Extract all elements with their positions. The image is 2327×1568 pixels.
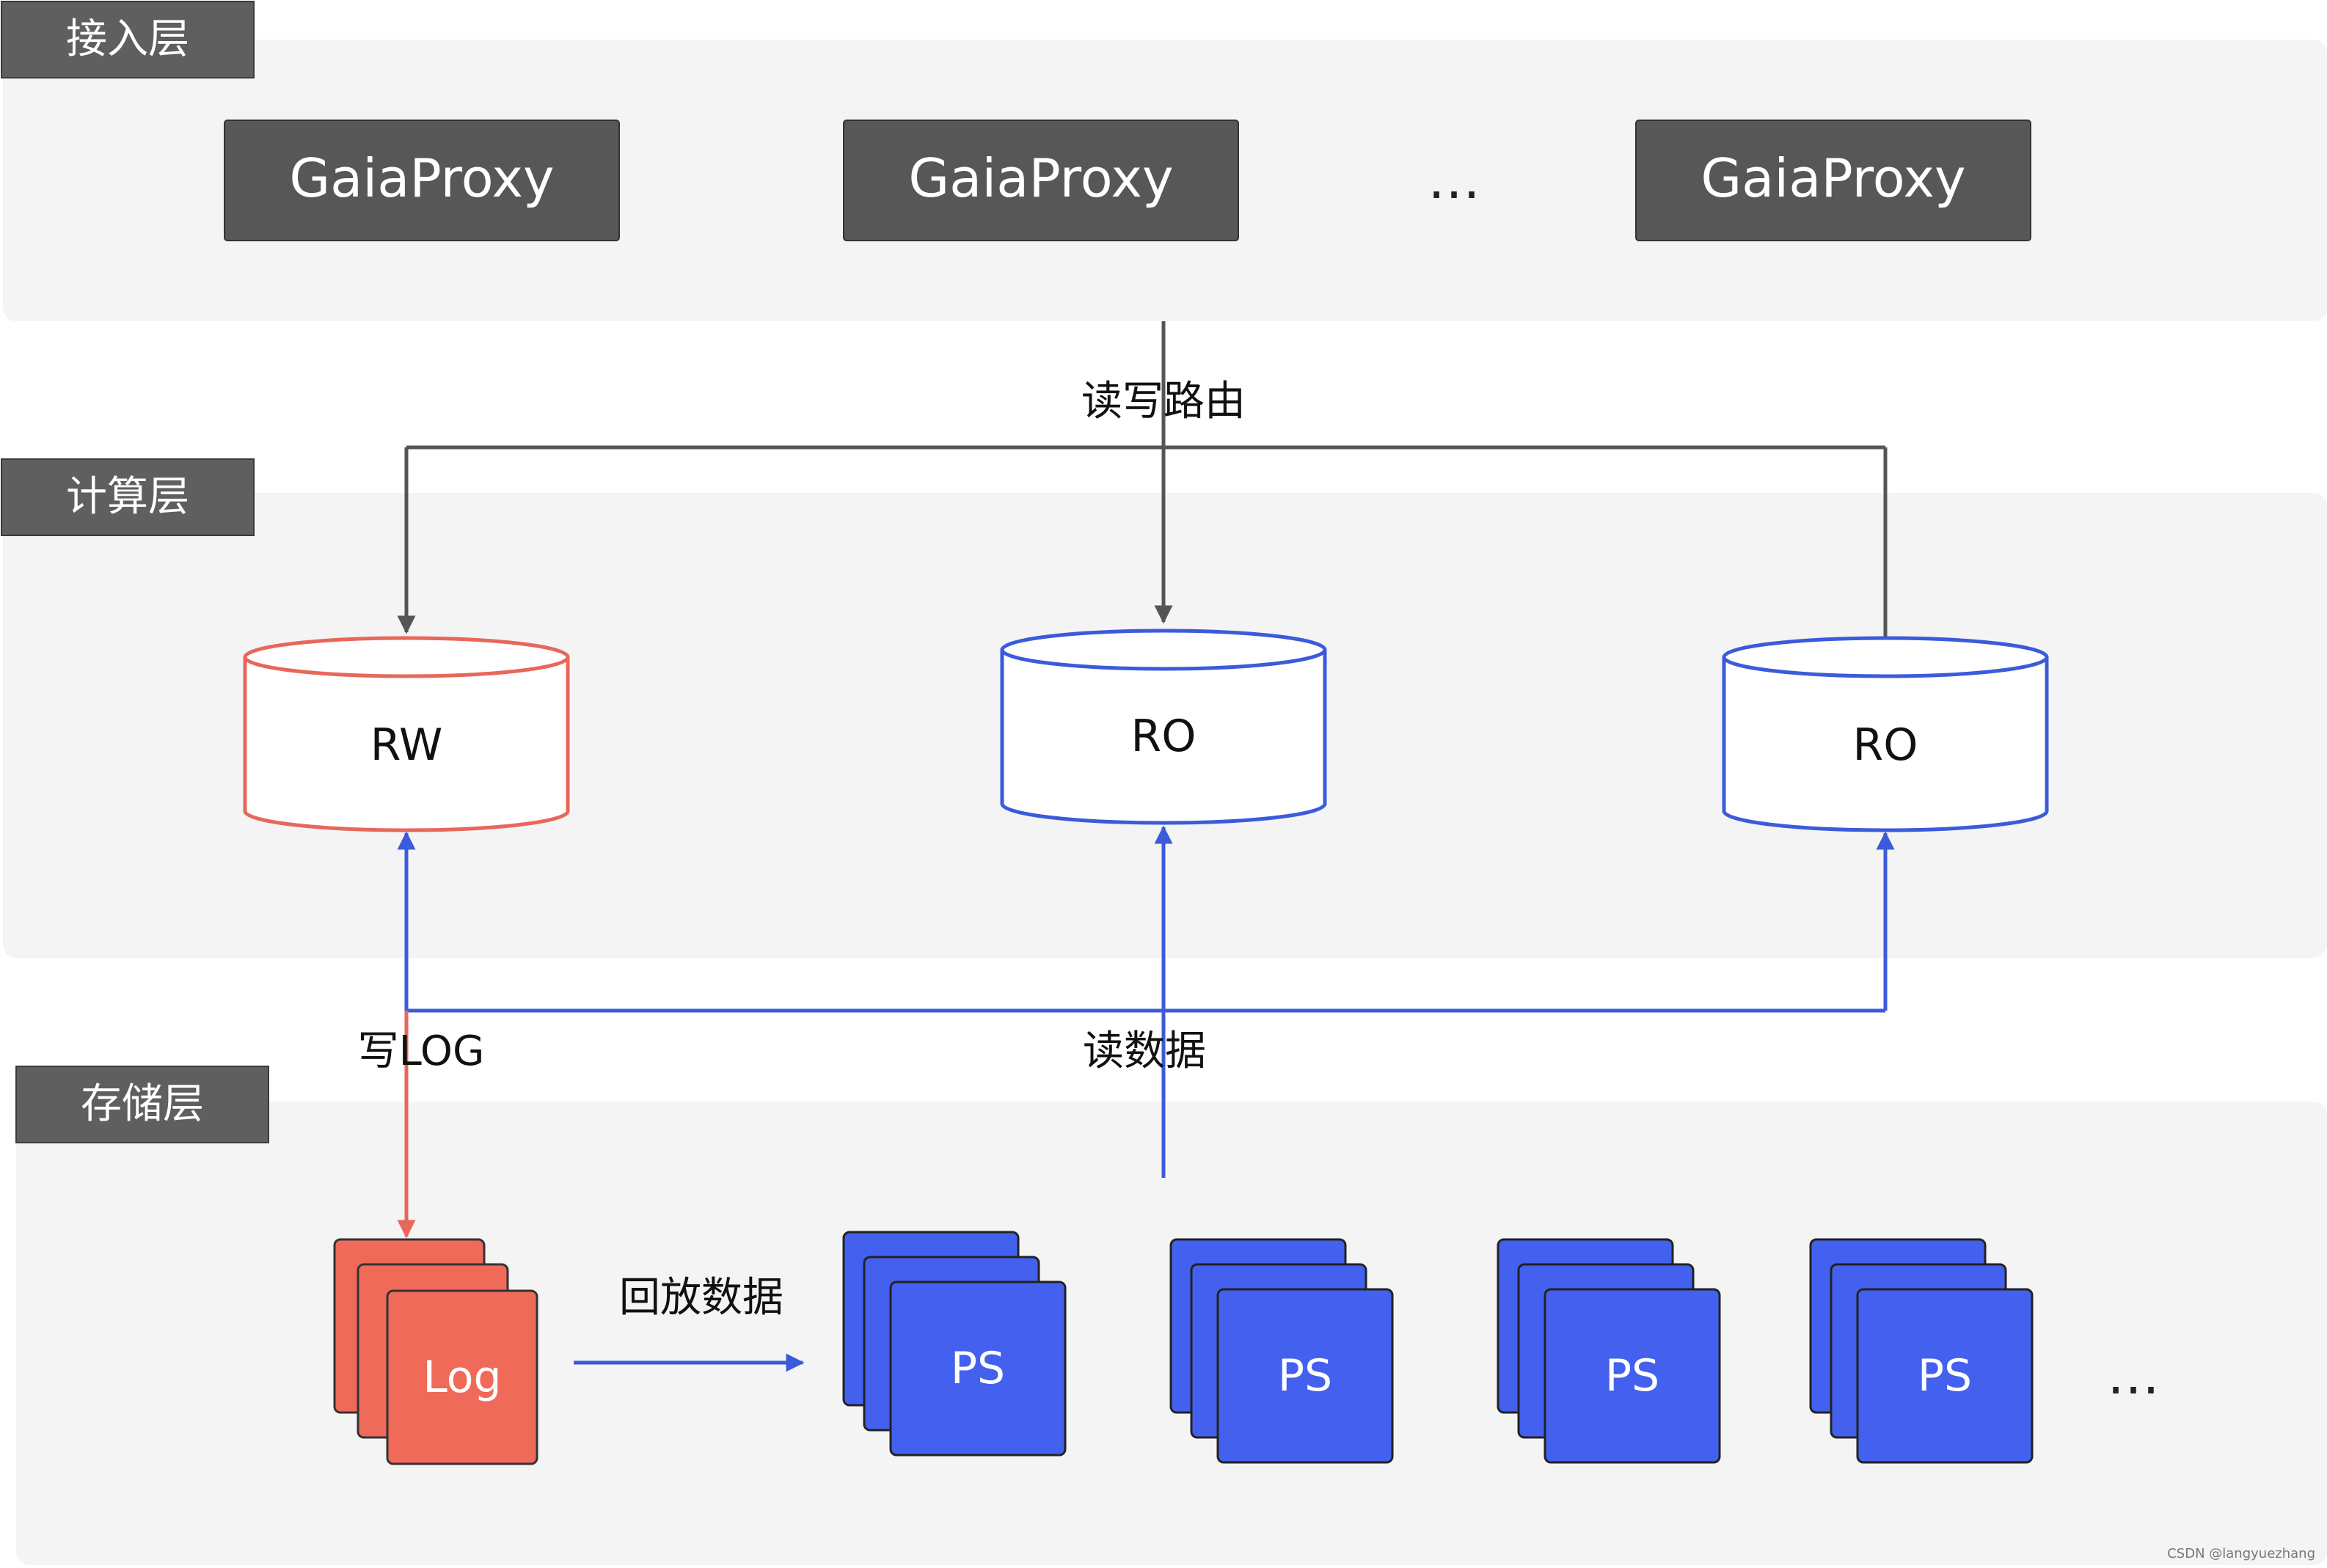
write-log-label: 写LOG [358,1027,485,1075]
gaiaproxy-node-2: GaiaProxy [843,120,1239,241]
ro-label-1: RO [1131,711,1197,762]
rw-label: RW [370,719,443,771]
proxy-ellipsis: … [1428,149,1480,210]
ps-stack-2: PS [1169,1238,1394,1464]
gaiaproxy-label-2: GaiaProxy [908,147,1173,209]
access-layer-label: 接入层 [66,15,189,63]
access-layer-tag: 接入层 [1,1,255,78]
ps-label-1: PS [951,1343,1005,1394]
ps-stack-4: PS [1809,1238,2034,1464]
log-label: Log [423,1352,501,1403]
watermark: CSDN @langyuezhang [2167,1546,2315,1561]
ps-label-3: PS [1605,1350,1659,1402]
ps-stack-3: PS [1497,1238,1721,1464]
ro-label-2: RO [1853,719,1918,771]
routing-label: 读写路由 [1081,378,1246,425]
rw-node: RW [243,636,570,832]
ro-node-1: RO [1000,629,1327,825]
ps-stack-1: PS [842,1231,1067,1457]
log-stack: Log [333,1238,538,1465]
storage-layer-label: 存储层 [81,1080,204,1128]
ps-label-4: PS [1918,1350,1972,1402]
ps-ellipsis: … [2107,1344,2160,1406]
gaiaproxy-node-3: GaiaProxy [1635,120,2031,241]
compute-layer-tag: 计算层 [1,458,255,536]
read-data-connectors [397,825,1895,1178]
storage-layer-tag: 存储层 [15,1066,269,1143]
read-data-label: 读数据 [1083,1027,1206,1075]
gaiaproxy-label-1: GaiaProxy [289,147,554,209]
gaiaproxy-label-3: GaiaProxy [1700,147,1965,209]
replay-label: 回放数据 [619,1274,783,1322]
ps-label-2: PS [1278,1350,1332,1402]
gaiaproxy-node-1: GaiaProxy [224,120,620,241]
routing-connectors [397,321,1888,640]
ro-node-2: RO [1722,636,2049,832]
compute-layer-label: 计算层 [66,473,189,521]
